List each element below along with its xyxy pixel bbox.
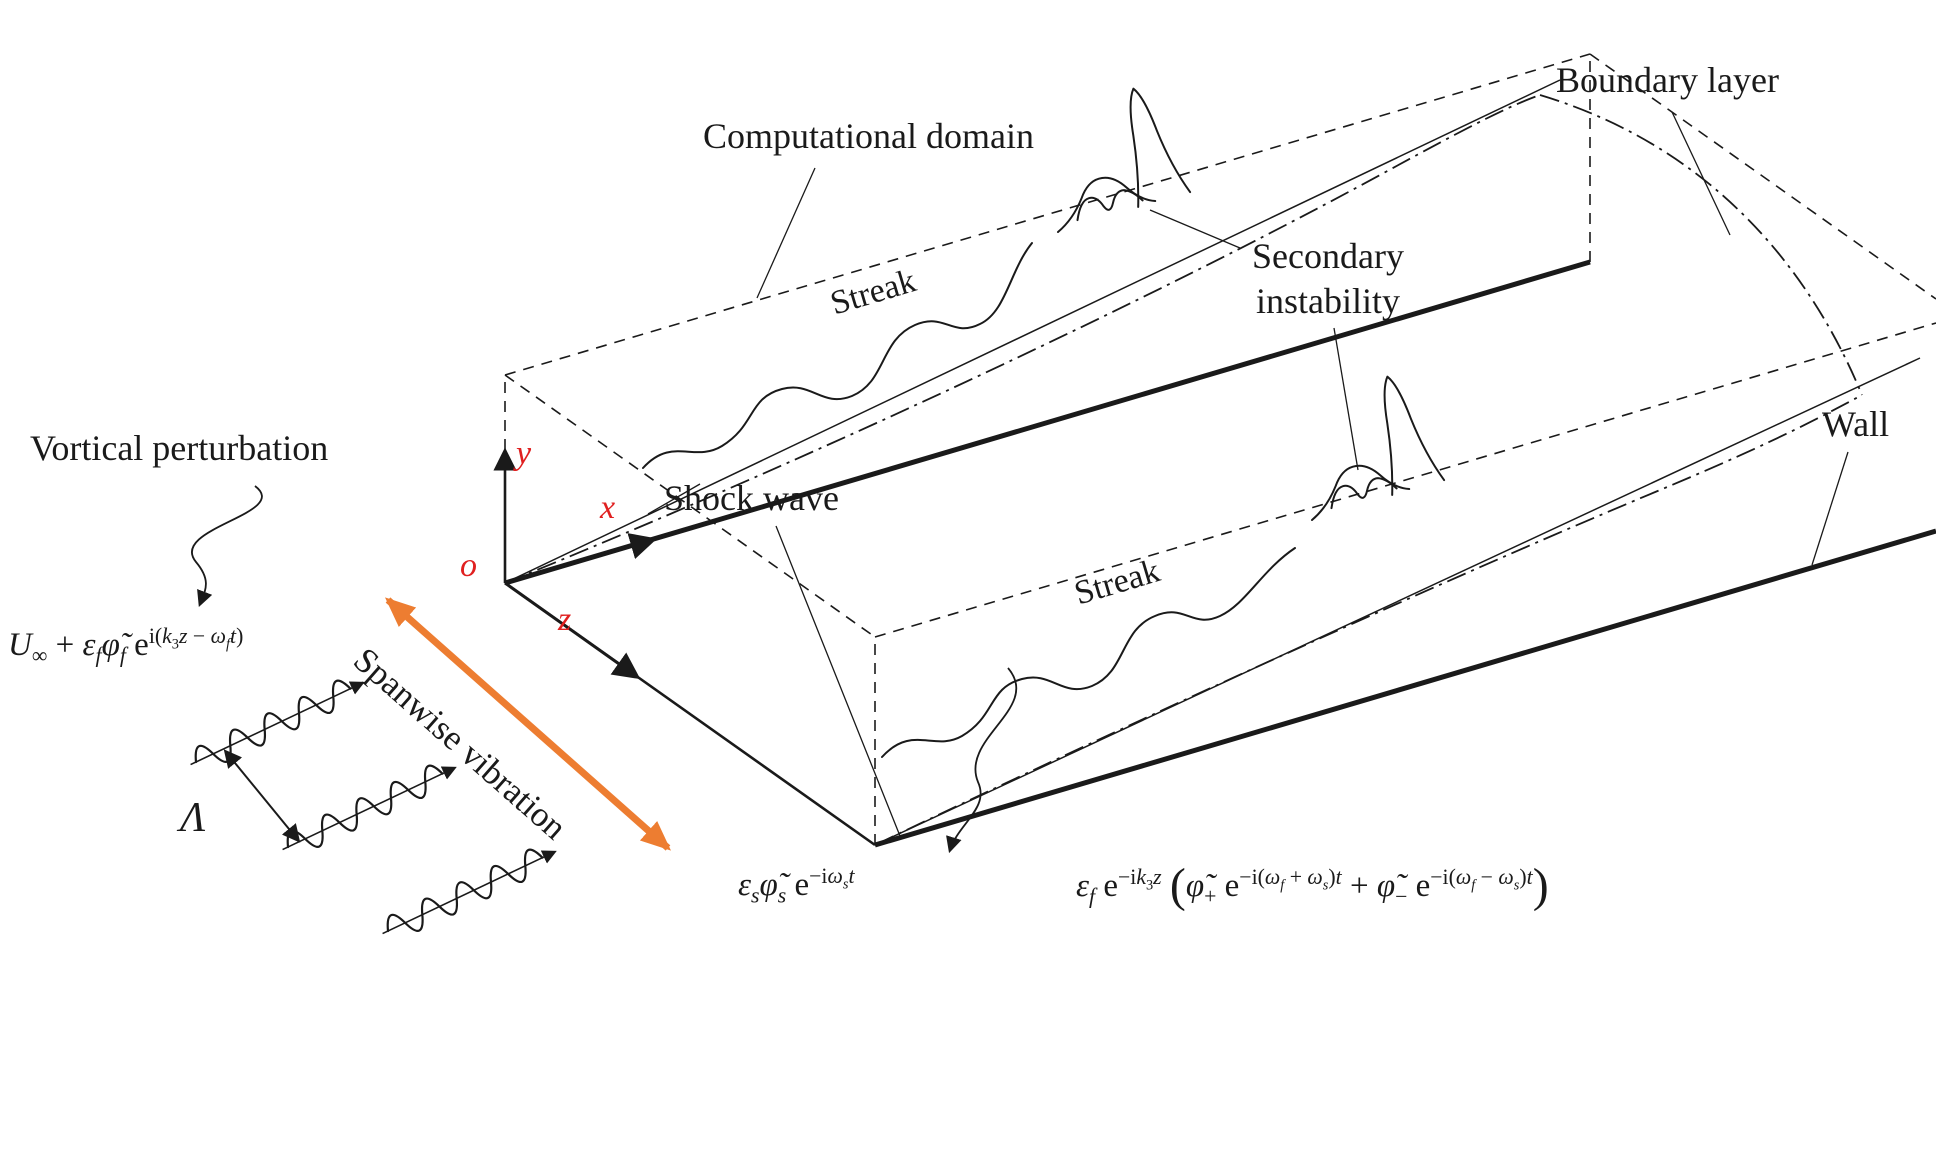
wall-plate — [504, 259, 1936, 848]
coordinate-axes — [493, 447, 658, 680]
leader-shock-back — [647, 483, 701, 515]
streak-curve-back — [642, 242, 1033, 469]
secondary-instability-line1: Secondary — [1252, 236, 1404, 276]
shock-line-front — [874, 357, 1921, 846]
wall-vibration-formula: εsφ̃s e−iωst — [738, 864, 855, 908]
boundary-layer-outlet-arc — [1539, 94, 1863, 396]
domain-edge-top-outlet — [1589, 53, 1936, 300]
shock-line-back — [504, 79, 1561, 584]
secondary-instability-label: Secondary instability — [1224, 234, 1432, 324]
computational-domain-label: Computational domain — [703, 116, 1034, 156]
leader-secondary-instability-back — [1149, 209, 1241, 249]
response-formula-arrow — [946, 667, 1017, 854]
boundary-layer-back — [504, 94, 1541, 584]
x-axis-label: x — [600, 489, 616, 526]
computational-domain-box — [504, 53, 1936, 845]
spanwise-vibration-arrow — [385, 597, 671, 851]
leader-boundary-layer — [1671, 111, 1731, 236]
vortical-wave-train-2 — [277, 756, 460, 861]
leader-wall — [1811, 451, 1849, 566]
leader-secondary-instability-front — [1333, 327, 1359, 471]
vortical-wave-train-1 — [185, 671, 368, 776]
secondary-instability-packet-back — [1024, 80, 1192, 234]
vortical-wave-train-3 — [377, 840, 560, 945]
shock-wave-lines — [504, 79, 1921, 846]
secondary-instability-line2: instability — [1256, 281, 1400, 321]
secondary-instability-packet-front — [1278, 368, 1446, 521]
wall-edge-front — [874, 528, 1936, 848]
domain-edge-top-back — [504, 53, 1591, 376]
leader-shock-front — [775, 525, 901, 837]
origin-label: o — [460, 547, 477, 584]
y-axis-label: y — [516, 435, 532, 472]
domain-edge-top-front — [874, 322, 1936, 638]
wall-edge-back — [504, 259, 1591, 586]
leader-lines — [647, 111, 1849, 837]
streak-curve-front — [881, 547, 1296, 758]
shock-wave-label: Shock wave — [664, 478, 839, 518]
leader-computational-domain — [756, 167, 816, 299]
receptivity-response-formula: εf e−ik3z (φ̃+ e−i(ωf + ωs)t + φ̃− e−i(ω… — [1076, 859, 1549, 912]
freestream-perturbation-formula: U∞ + εfφ̃f ei(k3z − ωft) — [8, 624, 244, 668]
vortical-perturbation-arrow — [191, 485, 263, 608]
wavelength-symbol-label: Λ — [180, 795, 206, 841]
boundary-layer-edge — [504, 94, 1863, 846]
boundary-layer-label: Boundary layer — [1556, 60, 1779, 100]
wall-label: Wall — [1822, 404, 1890, 444]
vortical-perturbation-label: Vortical perturbation — [30, 428, 329, 468]
wavelength-double-arrow — [223, 749, 301, 843]
x-axis-arrow — [504, 533, 658, 585]
z-axis-label: z — [558, 601, 572, 638]
boundary-layer-front — [874, 394, 1863, 846]
